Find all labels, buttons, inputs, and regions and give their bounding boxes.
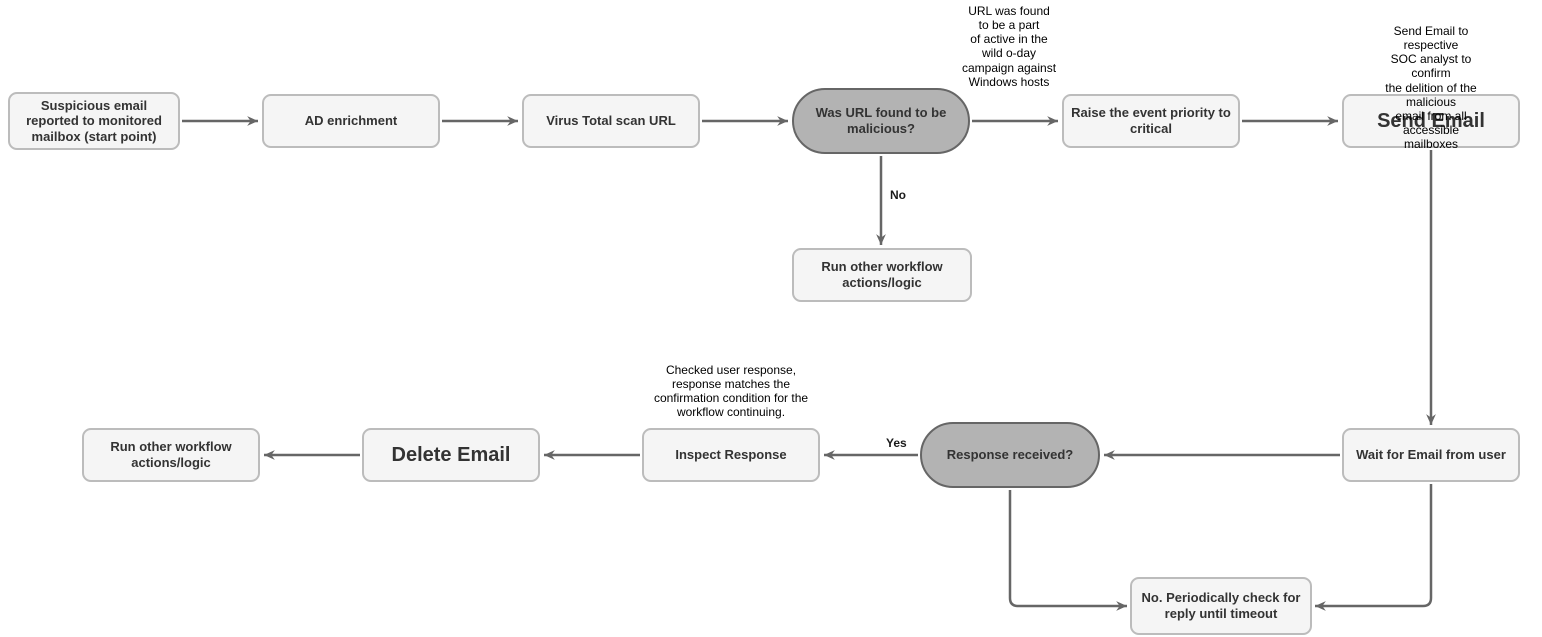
node-wait-for-email: Wait for Email from user	[1342, 428, 1520, 482]
node-delete-email: Delete Email	[362, 428, 540, 482]
node-ad-enrichment: AD enrichment	[262, 94, 440, 148]
node-start: Suspicious email reported to monitored m…	[8, 92, 180, 150]
node-inspect-response: Inspect Response	[642, 428, 820, 482]
node-run-other-workflow-bottom: Run other workflow actions/logic	[82, 428, 260, 482]
annotation-inspect-response-note: Checked user response, response matches …	[653, 363, 809, 420]
node-virus-total-scan: Virus Total scan URL	[522, 94, 700, 148]
node-url-malicious-decision: Was URL found to be malicious?	[792, 88, 970, 154]
node-raise-priority: Raise the event priority to critical	[1062, 94, 1240, 148]
node-send-email: Send Email	[1342, 94, 1520, 148]
node-periodic-check: No. Periodically check for reply until t…	[1130, 577, 1312, 635]
edge-label-yes: Yes	[884, 436, 909, 451]
node-response-received-decision: Response received?	[920, 422, 1100, 488]
edge-label-no: No	[888, 188, 908, 203]
annotation-send-email-note: Send Email to respective SOC analyst to …	[1385, 24, 1477, 152]
edge-response-no-to-periodic	[1008, 490, 1127, 611]
annotation-zero-day-note: URL was found to be a part of active in …	[961, 4, 1057, 89]
node-run-other-workflow-top: Run other workflow actions/logic	[792, 248, 972, 302]
edge-wait-to-periodic	[1315, 484, 1433, 611]
